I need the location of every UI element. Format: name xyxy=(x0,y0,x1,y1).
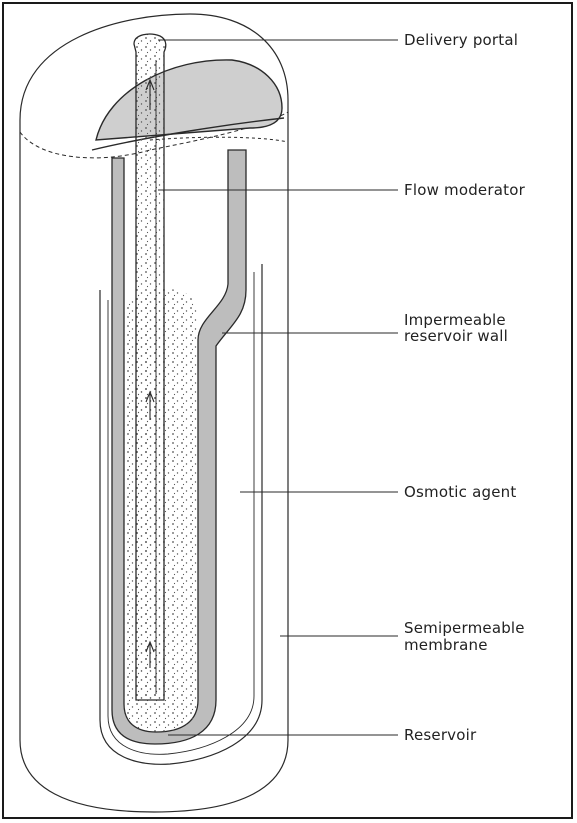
label-osmotic-agent: Osmotic agent xyxy=(404,484,516,500)
label-impermeable-reservoir-wall-line2: reservoir wall xyxy=(404,328,508,344)
label-reservoir: Reservoir xyxy=(404,727,476,743)
label-semipermeable-membrane-line1: Semipermeable xyxy=(404,620,525,636)
label-delivery-portal: Delivery portal xyxy=(404,32,518,48)
label-impermeable-reservoir-wall-line1: Impermeable xyxy=(404,312,506,328)
delivery-portal-dome xyxy=(96,60,282,140)
label-flow-moderator: Flow moderator xyxy=(404,182,525,198)
flow-moderator-tube xyxy=(134,34,166,700)
body-seam xyxy=(150,137,288,142)
label-semipermeable-membrane-line2: membrane xyxy=(404,637,488,653)
